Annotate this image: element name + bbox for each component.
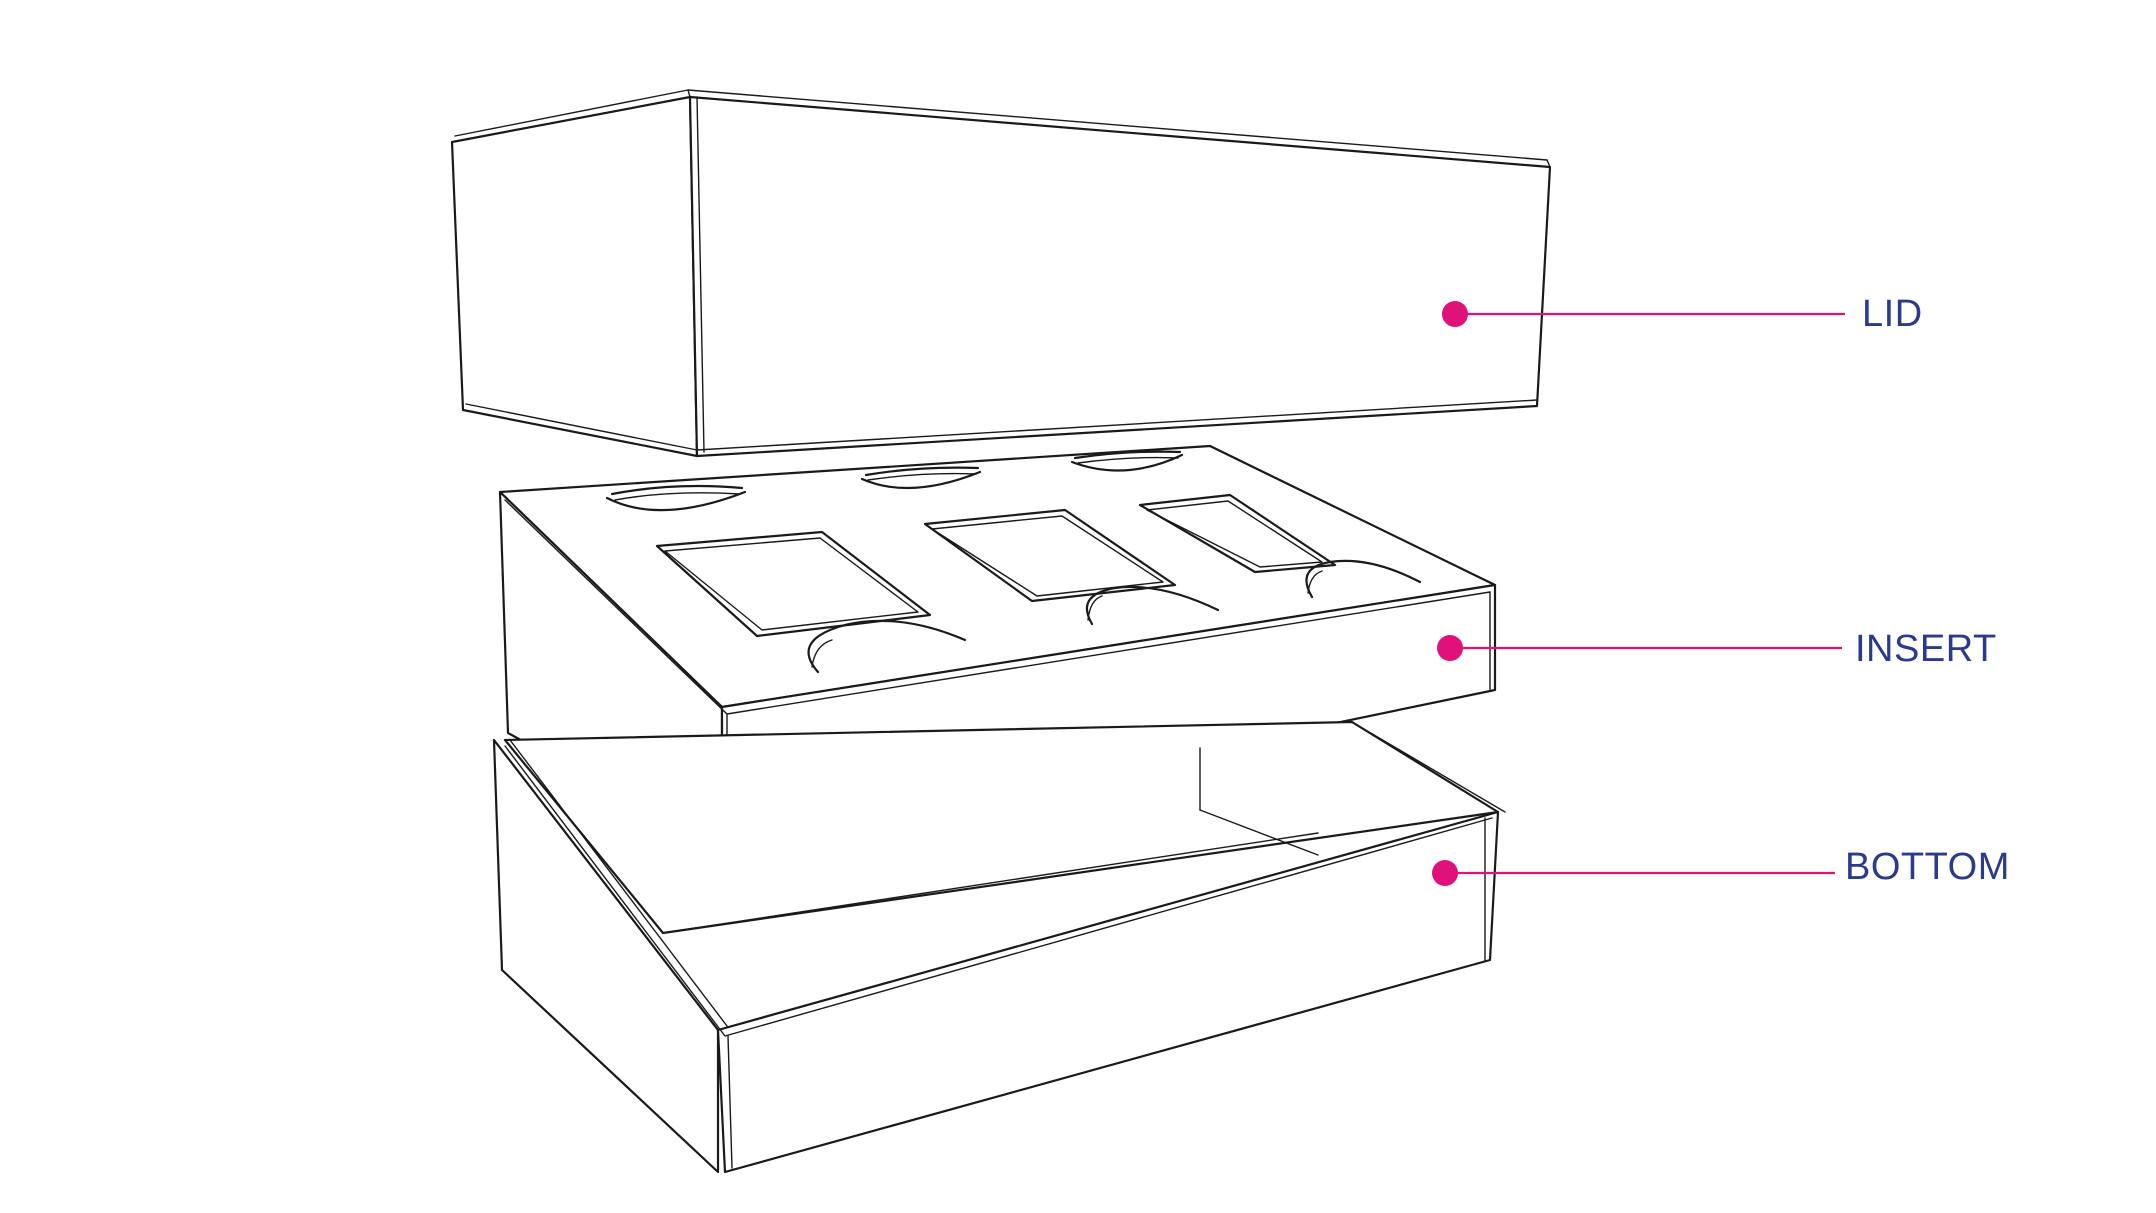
insert-window-1 (655, 530, 932, 638)
callout-insert (1437, 635, 1842, 661)
callout-dot-insert (1437, 635, 1463, 661)
callout-label-lid: LID (1862, 293, 1923, 335)
insert-window-3 (1138, 493, 1337, 574)
callout-bottom (1432, 860, 1835, 886)
callout-label-bottom: BOTTOM (1845, 846, 2010, 888)
finger-notch-back (605, 450, 1184, 512)
callout-dot-lid (1442, 301, 1468, 327)
lid-part (450, 89, 1552, 458)
callout-label-insert: INSERT (1855, 628, 1997, 670)
bottom-part (492, 720, 1506, 1174)
insert-window-2 (923, 508, 1177, 603)
finger-notch-front (807, 559, 1422, 674)
callout-lid (1442, 301, 1845, 327)
callout-dot-bottom (1432, 860, 1458, 886)
